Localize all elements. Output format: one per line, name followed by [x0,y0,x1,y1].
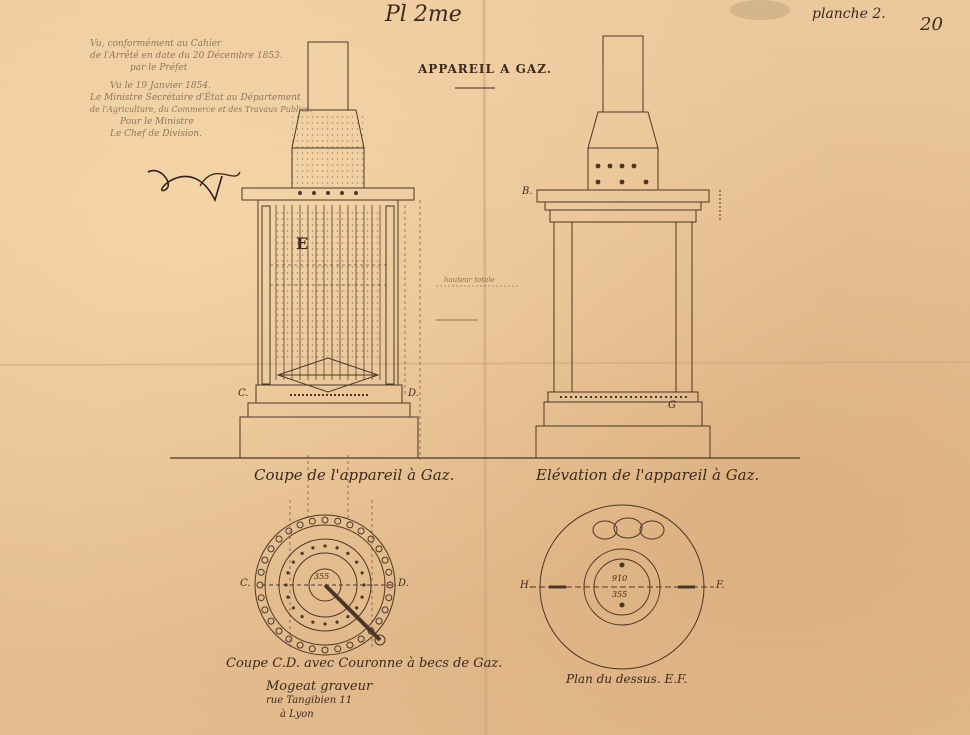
burner-hole [275,535,283,543]
burner-hole [385,594,393,602]
stamp-line: Vu, conformément au Cahier [90,39,222,49]
inner-hole [360,571,364,575]
label-C: C. [238,388,249,399]
inner-hole [300,615,304,619]
plan-label-H: H. [520,580,532,591]
inner-hole [311,546,315,550]
signature-flourish-2 [199,171,241,187]
dimension-355-right: 355 [612,590,628,599]
burner-hole [346,521,354,529]
section-caption: Coupe de l'appareil à Gaz. [254,466,455,484]
burner-hole [261,606,269,614]
dimension-910: 910 [612,574,628,583]
inner-hole [362,583,366,587]
inner-hole [360,595,364,599]
inner-hole [323,544,327,548]
stamp-line: par le Préfet [130,63,188,73]
section-view [239,41,421,650]
engraver-city: à Lyon [280,709,314,720]
label-E: E [296,234,309,253]
burner-hole [285,527,293,535]
stamp-line: Le Chef de Division. [110,129,202,139]
burner-hole [385,568,393,576]
stamp-line: de l'Arrêté en date du 20 Décembre 1853. [90,51,283,61]
burner-hole [334,645,342,653]
engraver-signature: Mogeat graveur rue Tangibien 11 à Lyon [266,680,372,722]
burner-hole [346,641,354,649]
burner-hole [334,517,342,525]
inner-hole [355,560,359,564]
engraver-name: Mogeat graveur [266,679,373,694]
margin-note: hauteur totale [444,276,495,284]
burner-hole [267,545,275,553]
burner-hole [321,516,329,524]
inner-hole [335,546,339,550]
inner-hole [300,551,304,556]
burner-hole [296,641,304,649]
center-fold [482,0,488,735]
burner-hole [375,545,383,553]
elevation-view [535,35,721,459]
burner-hole [296,521,304,529]
section-plan-caption: Coupe C.D. avec Couronne à becs de Gaz. [226,656,503,671]
burner-hole [357,635,365,643]
plan-label-D: D. [398,578,409,589]
approval-stamp: Vu, conformément au Cahier de l'Arrêté e… [90,38,312,140]
burner-hole [381,556,389,564]
inner-hole [286,571,290,575]
signature-flourish [147,169,223,203]
top-plan [530,504,714,670]
burner-hole [285,635,293,643]
stamp-line: Le Ministre Secrétaire d'État au Départe… [90,93,301,103]
sheet-number: 20 [920,14,943,35]
burner-hole [357,527,365,535]
burner-hole [308,517,316,525]
stamp-line: Pour le Ministre [120,117,194,127]
plan-label-F: F. [716,580,725,591]
drawing-title: APPAREIL A GAZ. [418,62,552,76]
inner-hole [355,606,359,610]
burner-hole [257,594,265,602]
inner-hole [346,551,350,556]
burner-hole [386,581,394,589]
plate-label: Pl 2me [385,2,462,27]
burner-hole [367,627,375,635]
burner-hole [367,535,375,543]
inner-hole [291,606,295,610]
burner-hole [257,568,265,576]
top-plan-caption: Plan du dessus. E.F. [566,672,688,686]
inner-hole [323,622,327,626]
inner-hole [335,620,339,624]
plan-label-C: C. [240,578,251,589]
label-B: B. [522,186,533,197]
stamp-line: de l'Agriculture, du Commerce et des Tra… [90,105,313,114]
elevation-caption: Elévation de l'appareil à Gaz. [536,466,760,484]
dimension-355-left: 355 [314,572,330,581]
inner-hole [286,595,290,599]
section-plan [254,514,396,656]
label-G: G [668,400,676,411]
burner-hole [375,617,383,625]
label-D: D. [408,388,419,399]
burner-hole [381,606,389,614]
engraver-address: rue Tangibien 11 [266,695,353,706]
burner-hole [261,556,269,564]
inner-hole [311,620,315,624]
inner-hole [291,560,295,564]
planche-label: planche 2. [812,6,886,22]
inner-hole [284,583,288,587]
stamp-line: Vu le 19 Janvier 1854. [110,81,211,91]
burner-hole [321,646,329,654]
burner-hole [267,617,275,625]
stain [730,0,790,20]
horizontal-fold [0,361,970,366]
inner-hole [346,615,350,619]
burner-hole [308,645,316,653]
burner-hole [256,581,264,589]
burner-hole [275,627,283,635]
